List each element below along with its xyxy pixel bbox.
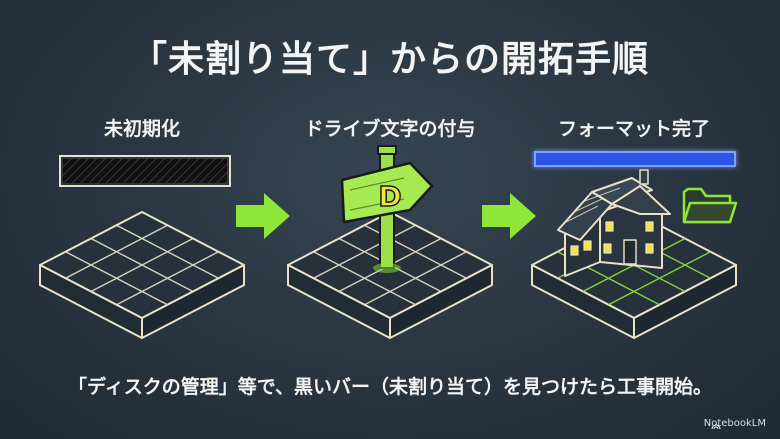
sign-letter: D <box>378 180 401 213</box>
signpost-icon <box>340 145 434 273</box>
step-label-format-complete: フォーマット完了 <box>557 118 710 140</box>
step-label-drive-letter: ドライブ文字の付与 <box>304 118 476 140</box>
brand-watermark: NotebookLM <box>691 418 766 429</box>
notebooklm-logo-icon <box>711 424 721 430</box>
formatted-bar <box>534 151 736 167</box>
page-title: 「未割り当て」からの開拓手順 <box>130 39 649 80</box>
step-label-uninitialized: 未初期化 <box>103 118 180 140</box>
arrow-right-icon-2 <box>482 193 536 239</box>
folder-icon <box>682 187 738 224</box>
brand-label: NotebookLM <box>703 418 766 429</box>
house-icon <box>557 169 671 277</box>
caption: 「ディスクの管理」等で、黒いバー（未割り当て）を見つけたら工事開始。 <box>68 376 712 398</box>
arrow-right-icon <box>236 193 290 239</box>
tile-uninitialized <box>39 211 245 339</box>
unallocated-bar <box>59 155 231 187</box>
